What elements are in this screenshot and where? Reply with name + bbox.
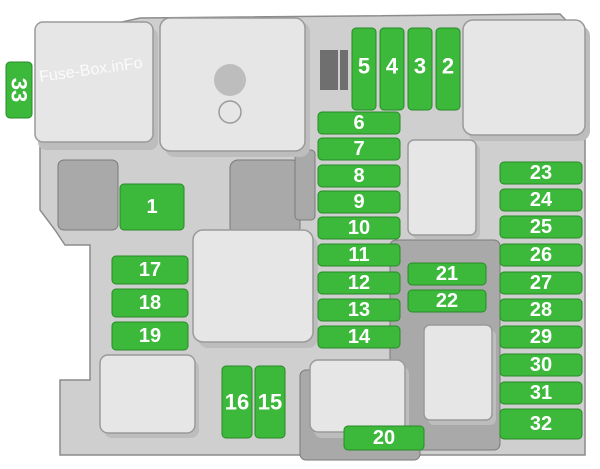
fuse-23: 23 [499, 161, 583, 185]
fuse-2-label: 2 [442, 54, 454, 79]
relay-center-small [407, 139, 480, 239]
relay-right-lower [423, 324, 496, 425]
fuse-13: 13 [317, 298, 401, 322]
fuse-17-label: 17 [139, 259, 161, 281]
fuse-28: 28 [499, 298, 583, 322]
fuse-20: 20 [343, 425, 425, 451]
relay-top-right [462, 19, 590, 141]
fuse-19-label: 19 [139, 325, 161, 347]
fuse-21: 21 [407, 262, 487, 286]
fuse-1: 1 [119, 183, 185, 231]
relay-top-center [159, 17, 310, 157]
fuse-27: 27 [499, 271, 583, 295]
fuse-25-label: 25 [530, 216, 552, 238]
fuse-16-label: 16 [225, 390, 249, 415]
fuse-27-label: 27 [530, 272, 552, 294]
fuse-13-label: 13 [348, 299, 370, 321]
fuse-29-label: 29 [530, 326, 552, 348]
fuse-28-label: 28 [530, 299, 552, 321]
fuse-12-label: 12 [348, 272, 370, 294]
fuse-26: 26 [499, 243, 583, 267]
fuse-25: 25 [499, 215, 583, 239]
relay-center [192, 229, 318, 348]
fuse-24: 24 [499, 188, 583, 212]
fuse-10: 10 [317, 216, 401, 240]
fuse-17: 17 [111, 255, 189, 285]
fuse-19: 19 [111, 321, 189, 351]
fuse-32-label: 32 [530, 413, 552, 435]
fuse-20-label: 20 [373, 427, 395, 449]
fuse-6-label: 6 [353, 112, 364, 134]
fuse-2: 2 [435, 27, 461, 111]
fuse-3-label: 3 [414, 54, 426, 79]
fuse-29: 29 [499, 325, 583, 349]
fuse-15-label: 15 [258, 390, 282, 415]
fuse-4-label: 4 [386, 54, 399, 79]
fuse-33: 33 [5, 61, 33, 119]
relays [34, 17, 590, 438]
fuse-11-label: 11 [348, 244, 369, 266]
fuse-5-label: 5 [358, 54, 370, 79]
fuse-1-label: 1 [146, 196, 157, 218]
fuse-23-label: 23 [530, 162, 552, 184]
fuse-12: 12 [317, 271, 401, 295]
relay-bottom-center [309, 359, 409, 438]
fuse-21-label: 21 [436, 263, 458, 285]
fuse-10-label: 10 [348, 217, 370, 239]
fuse-4: 4 [379, 27, 405, 111]
fuse-18: 18 [111, 288, 189, 318]
relay-top-left [34, 21, 158, 150]
fuses: 33 1 5 4 3 2 6 7 [5, 27, 583, 451]
fuse-24-label: 24 [530, 189, 553, 211]
fuse-8: 8 [317, 164, 401, 188]
fuse-18-label: 18 [139, 292, 161, 314]
relay-bottom-left [99, 354, 199, 438]
fuse-32: 32 [499, 408, 583, 440]
fuse-5: 5 [351, 27, 377, 111]
fuse-6: 6 [317, 111, 401, 135]
fuse-33-label: 33 [7, 78, 32, 102]
fuse-9: 9 [317, 190, 401, 214]
fuse-14-label: 14 [348, 326, 371, 348]
fuse-22-label: 22 [436, 290, 458, 312]
fuse-11: 11 [317, 243, 401, 267]
fuse-15: 15 [254, 365, 286, 439]
fuse-16: 16 [221, 365, 253, 439]
fuse-7-label: 7 [353, 138, 364, 160]
fuse-14: 14 [317, 325, 401, 349]
fuse-9-label: 9 [353, 191, 364, 213]
fuse-30: 30 [499, 353, 583, 377]
fuse-22: 22 [407, 289, 487, 313]
fuse-31-label: 31 [530, 382, 552, 404]
fuse-31: 31 [499, 381, 583, 405]
fuse-8-label: 8 [353, 165, 364, 187]
fuse-7: 7 [317, 137, 401, 161]
fuse-30-label: 30 [530, 354, 552, 376]
fuse-3: 3 [407, 27, 433, 111]
fuse-26-label: 26 [530, 244, 552, 266]
